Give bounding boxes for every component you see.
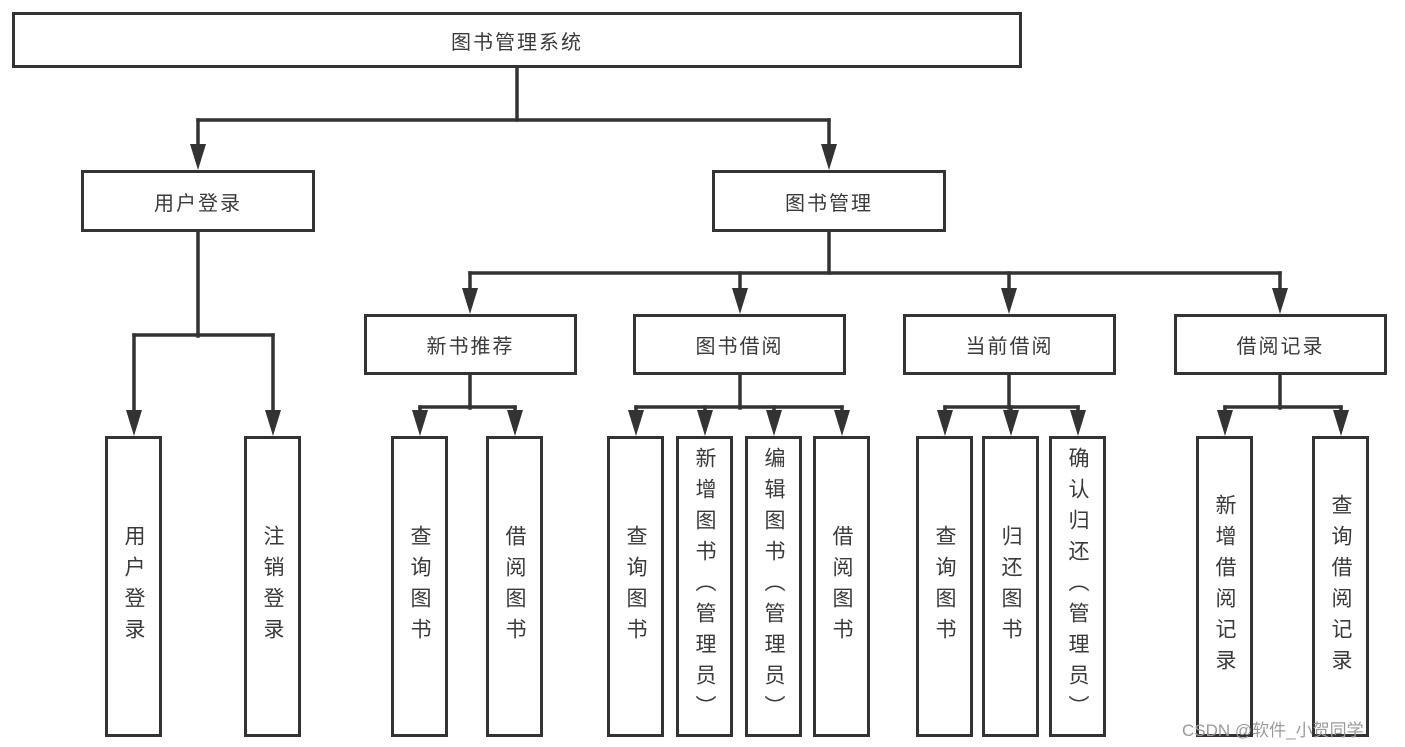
leaf-edit-book-admin: 编辑图书（管理员）: [745, 436, 802, 737]
leaf-user-login: 用户登录: [105, 436, 162, 737]
leaf-add-borrow-record: 新增借阅记录: [1196, 436, 1253, 737]
node-current-borrowing: 当前借阅: [903, 314, 1116, 375]
node-book-management: 图书管理: [712, 170, 946, 232]
node-library-management-system: 图书管理系统: [12, 12, 1022, 68]
leaf-borrow-books-recommend: 借阅图书: [486, 436, 543, 737]
node-book-borrowing: 图书借阅: [633, 314, 846, 375]
leaf-add-book-admin: 新增图书（管理员）: [676, 436, 733, 737]
leaf-logout: 注销登录: [244, 436, 301, 737]
leaf-query-books-borrowing: 查询图书: [607, 436, 664, 737]
node-borrowing-records: 借阅记录: [1174, 314, 1387, 375]
leaf-return-book: 归还图书: [982, 436, 1039, 737]
node-user-login: 用户登录: [81, 170, 315, 232]
leaf-query-books-recommend: 查询图书: [391, 436, 448, 737]
watermark: CSDN @软件_小贺同学: [1182, 721, 1364, 740]
node-new-book-recommendation: 新书推荐: [364, 314, 577, 375]
leaf-query-borrow-record: 查询借阅记录: [1312, 436, 1369, 737]
leaf-borrow-books-borrowing: 借阅图书: [813, 436, 870, 737]
leaf-query-books-current: 查询图书: [916, 436, 973, 737]
leaf-confirm-return-admin: 确认归还（管理员）: [1049, 436, 1106, 737]
